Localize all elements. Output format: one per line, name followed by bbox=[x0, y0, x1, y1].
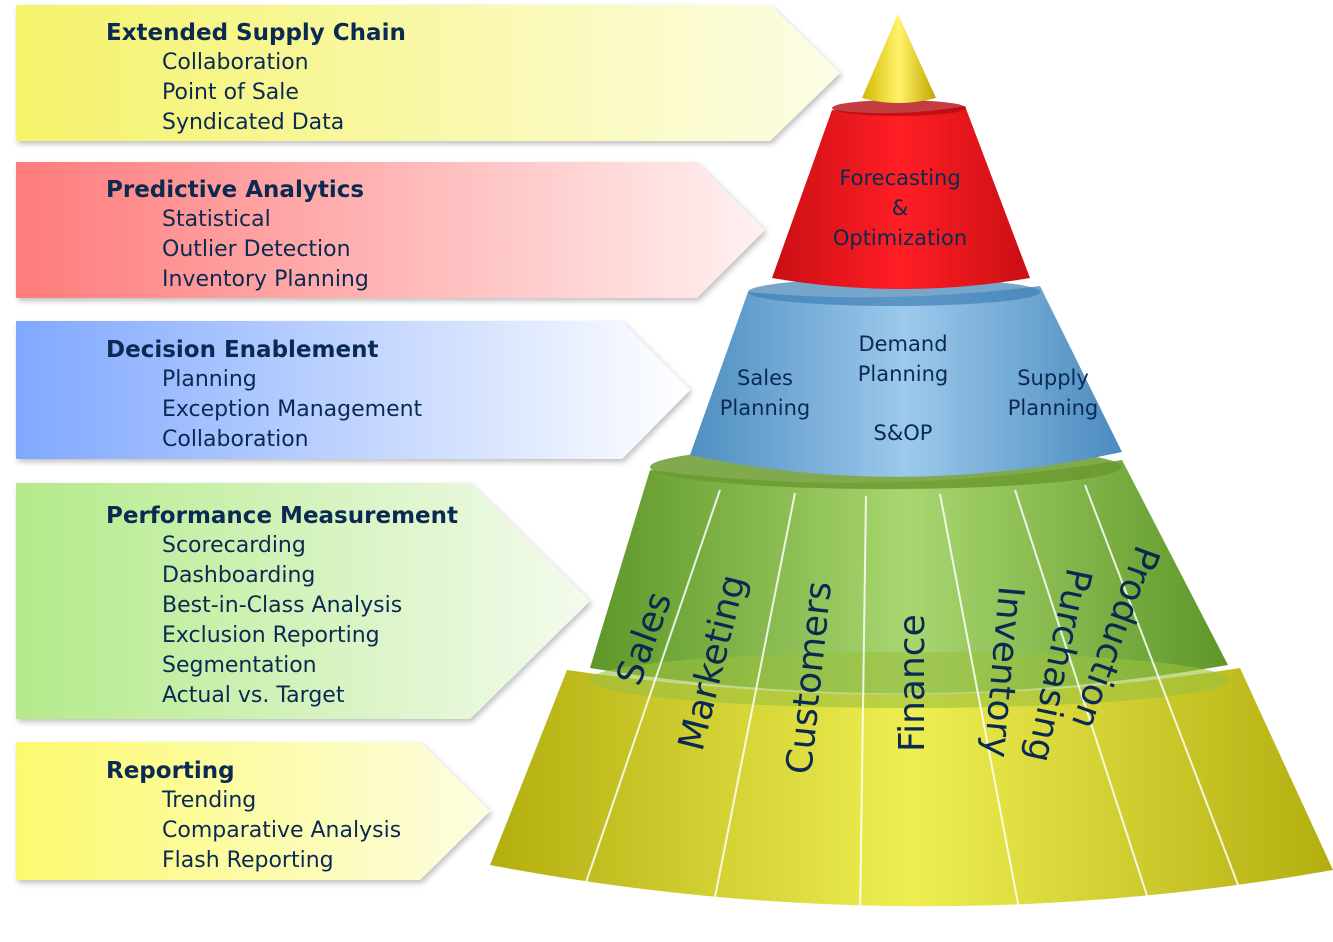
tier-decision-enablement: Decision Enablement Planning Exception M… bbox=[106, 335, 422, 455]
dept-finance: Finance bbox=[892, 614, 933, 752]
supply-planning-line1: Supply bbox=[1017, 366, 1089, 390]
optimization-text: Optimization bbox=[832, 226, 968, 250]
arrow-extended-supply-chain bbox=[16, 5, 840, 141]
tier-item: Flash Reporting bbox=[162, 848, 334, 873]
tier-item: Outlier Detection bbox=[162, 237, 351, 262]
arrow-performance-measurement bbox=[16, 483, 590, 719]
tier-item: Point of Sale bbox=[162, 80, 299, 105]
tier-title: Performance Measurement bbox=[106, 503, 458, 529]
sales-planning-label: Sales Planning bbox=[712, 363, 818, 423]
cone-red-section bbox=[772, 106, 1030, 289]
tier-item: Inventory Planning bbox=[162, 267, 369, 292]
tier-title: Extended Supply Chain bbox=[106, 20, 406, 46]
tier-item: Collaboration bbox=[162, 50, 309, 75]
cone-blue-section bbox=[690, 286, 1122, 477]
tier-item: Collaboration bbox=[162, 427, 309, 452]
tier-extended-supply-chain: Extended Supply Chain Collaboration Poin… bbox=[106, 18, 406, 138]
cone-tip bbox=[862, 14, 936, 103]
tier-item: Dashboarding bbox=[162, 563, 316, 588]
cone-red-top-rim bbox=[832, 100, 966, 116]
tier-item: Best-in-Class Analysis bbox=[162, 593, 403, 618]
tier-item: Trending bbox=[162, 788, 257, 813]
sop-label: S&OP bbox=[873, 421, 933, 445]
tier-predictive-analytics: Predictive Analytics Statistical Outlier… bbox=[106, 175, 369, 295]
tier-item: Syndicated Data bbox=[162, 110, 345, 135]
sales-planning-line2: Planning bbox=[719, 396, 811, 420]
tier-item: Exception Management bbox=[162, 397, 423, 422]
tier-title: Predictive Analytics bbox=[106, 177, 365, 203]
cone-yellow-top-rim bbox=[589, 652, 1229, 708]
cone-red-label: Forecasting & Optimization bbox=[820, 163, 980, 253]
demand-planning-line2: Planning bbox=[857, 362, 949, 386]
tier-item: Segmentation bbox=[162, 653, 317, 678]
arrow-decision-enablement bbox=[16, 321, 690, 459]
tier-item: Scorecarding bbox=[162, 533, 306, 558]
tier-item: Statistical bbox=[162, 207, 271, 232]
tier-title: Reporting bbox=[106, 758, 235, 784]
tier-item: Actual vs. Target bbox=[162, 683, 345, 708]
ampersand-text: & bbox=[891, 196, 909, 220]
tier-reporting: Reporting Trending Comparative Analysis … bbox=[106, 756, 401, 876]
tier-performance-measurement: Performance Measurement Scorecarding Das… bbox=[106, 501, 458, 711]
sales-planning-line1: Sales bbox=[737, 366, 793, 390]
demand-planning-line1: Demand bbox=[858, 332, 948, 356]
supply-planning-line2: Planning bbox=[1007, 396, 1099, 420]
cone-green-section bbox=[590, 460, 1228, 694]
cone-yellow-section bbox=[490, 668, 1333, 907]
tier-title: Decision Enablement bbox=[106, 337, 379, 363]
supply-planning-label: Supply Planning bbox=[1000, 363, 1106, 423]
tier-item: Comparative Analysis bbox=[162, 818, 402, 843]
demand-planning-label: Demand Planning bbox=[848, 329, 958, 389]
department-dividers bbox=[579, 484, 1241, 919]
forecasting-text: Forecasting bbox=[839, 166, 961, 190]
arrow-predictive-analytics bbox=[16, 162, 765, 298]
tier-item: Exclusion Reporting bbox=[162, 623, 380, 648]
tier-item: Planning bbox=[162, 367, 257, 392]
arrow-reporting bbox=[16, 742, 490, 880]
